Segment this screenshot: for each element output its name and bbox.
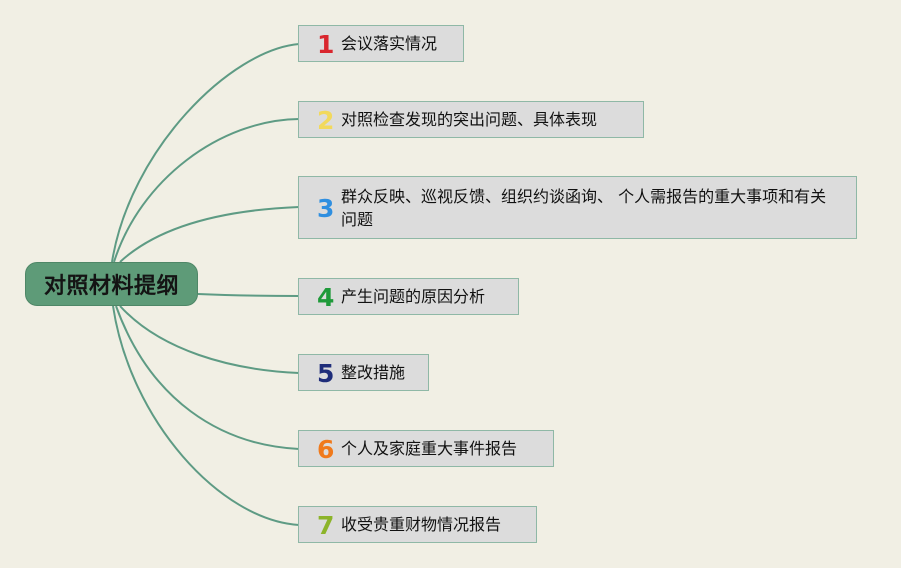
branch-label: 产生问题的原因分析 xyxy=(341,287,486,306)
connector-2 xyxy=(113,118,300,263)
branch-number: 6 xyxy=(317,435,335,464)
branch-number: 2 xyxy=(317,106,335,135)
branch-number: 4 xyxy=(317,283,335,312)
branch-6[interactable]: 6 个人及家庭重大事件报告 xyxy=(298,430,554,467)
connector-3 xyxy=(119,206,300,263)
connector-1 xyxy=(111,43,300,263)
branch-label: 收受贵重财物情况报告 xyxy=(341,515,502,534)
root-topic[interactable]: 对照材料提纲 xyxy=(25,262,198,306)
branch-5[interactable]: 5 整改措施 xyxy=(298,354,429,391)
branch-number: 5 xyxy=(317,359,335,388)
branch-label: 群众反映、巡视反馈、组织约谈函询、 个人需报告的重大事项和有关问题 xyxy=(341,186,827,229)
branch-label: 对照检查发现的突出问题、具体表现 xyxy=(341,110,598,129)
root-topic-label: 对照材料提纲 xyxy=(43,274,179,299)
branch-3[interactable]: 3 群众反映、巡视反馈、组织约谈函询、 个人需报告的重大事项和有关问题 xyxy=(298,176,857,239)
branch-number: 3 xyxy=(317,194,335,223)
connector-4 xyxy=(197,293,300,297)
branch-7[interactable]: 7 收受贵重财物情况报告 xyxy=(298,506,537,543)
branch-number: 7 xyxy=(317,511,335,540)
branch-4[interactable]: 4 产生问题的原因分析 xyxy=(298,278,519,315)
connector-5 xyxy=(119,305,300,374)
connector-7 xyxy=(112,305,300,526)
branch-label: 会议落实情况 xyxy=(341,34,438,53)
branch-label: 整改措施 xyxy=(341,363,406,382)
branch-2[interactable]: 2 对照检查发现的突出问题、具体表现 xyxy=(298,101,644,138)
branch-1[interactable]: 1 会议落实情况 xyxy=(298,25,464,62)
connector-6 xyxy=(115,305,300,450)
branch-label: 个人及家庭重大事件报告 xyxy=(341,439,518,458)
branch-number: 1 xyxy=(317,30,335,59)
